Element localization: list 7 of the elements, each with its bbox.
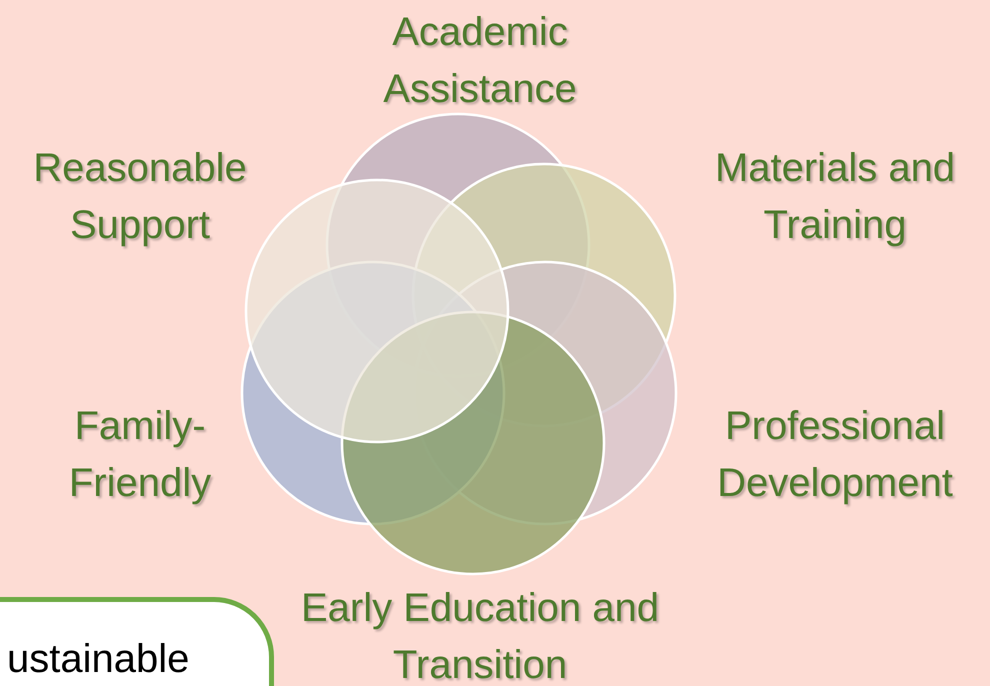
circle-label: Early Education and Transition [300,580,660,686]
circle-label: Materials and Training [710,140,960,254]
circle-label: Academic Assistance [330,4,630,118]
circle-label: Family-Friendly [20,398,260,512]
card-text: ustainable [7,637,190,682]
circle-label: Reasonable Support [10,140,270,254]
circle-label: Professional Development [680,398,990,512]
